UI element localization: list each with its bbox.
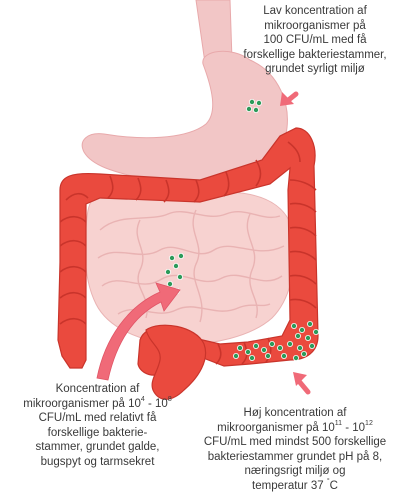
large-intestine-label-line: bakteriestammer grundet pH på 8, <box>207 450 383 463</box>
small-intestine-arrow <box>96 282 181 381</box>
stomach-bacteria <box>245 99 262 114</box>
small-intestine-label-line: bugspyt og tarmsekret <box>40 455 155 468</box>
superscript: 4 <box>140 395 145 403</box>
large-intestine <box>57 127 319 400</box>
stomach-label: Lav koncentration af mikroorganismer på … <box>230 4 400 77</box>
large-intestine-arrow <box>293 372 311 395</box>
small-intestine-label-line: CFU/mL med relativt få <box>38 412 157 424</box>
stomach-label-line: Lav koncentration af <box>263 5 367 17</box>
small-intestine-label: Koncentration af mikroorganismer på 104 … <box>0 382 195 469</box>
superscript: 11 <box>334 419 343 427</box>
text-fragment: mikroorganismer på 10 <box>23 397 141 410</box>
superscript: ° <box>326 477 330 485</box>
small-intestine-label-line: forskellige bakterie- <box>47 426 148 439</box>
large-intestine-label-line: mikroorganismer på 1011 - 1012 <box>190 419 400 436</box>
large-intestine-bacteria <box>232 320 319 361</box>
stomach-label-line: 100 CFU/mL med få <box>263 34 367 46</box>
large-intestine-label: Høj koncentration af mikroorganismer på … <box>190 406 400 493</box>
stomach <box>81 0 288 184</box>
text-fragment: mikroorganismer på 10 <box>217 421 335 434</box>
small-intestine-label-line: mikroorganismer på 104 - 108 <box>0 395 195 412</box>
large-intestine-label-line: Høj koncentration af <box>243 407 347 419</box>
superscript: 12 <box>365 419 373 427</box>
rectum <box>145 324 207 400</box>
stomach-label-line: forskellige bakteriestammer, <box>243 48 387 61</box>
text-fragment: temperatur 37 <box>252 479 327 492</box>
small-intestine <box>84 189 295 345</box>
text-fragment: - 10 <box>144 397 168 410</box>
text-fragment: C <box>329 479 338 492</box>
large-intestine-label-line: CFU/mL med mindst 500 forskellige <box>203 436 387 448</box>
stomach-label-line: grundet syrligt miljø <box>265 63 365 75</box>
superscript: 8 <box>167 395 172 403</box>
large-intestine-label-line: temperatur 37 °C <box>190 477 400 494</box>
small-intestine-label-line: Koncentration af <box>55 383 140 395</box>
large-intestine-label-line: næringsrigt miljø og <box>244 465 346 477</box>
stomach-arrow <box>280 91 299 106</box>
small-intestine-label-line: stammer, grundet galde, <box>35 441 160 453</box>
stomach-label-line: mikroorganismer på <box>264 19 366 32</box>
text-fragment: - 10 <box>342 421 366 434</box>
